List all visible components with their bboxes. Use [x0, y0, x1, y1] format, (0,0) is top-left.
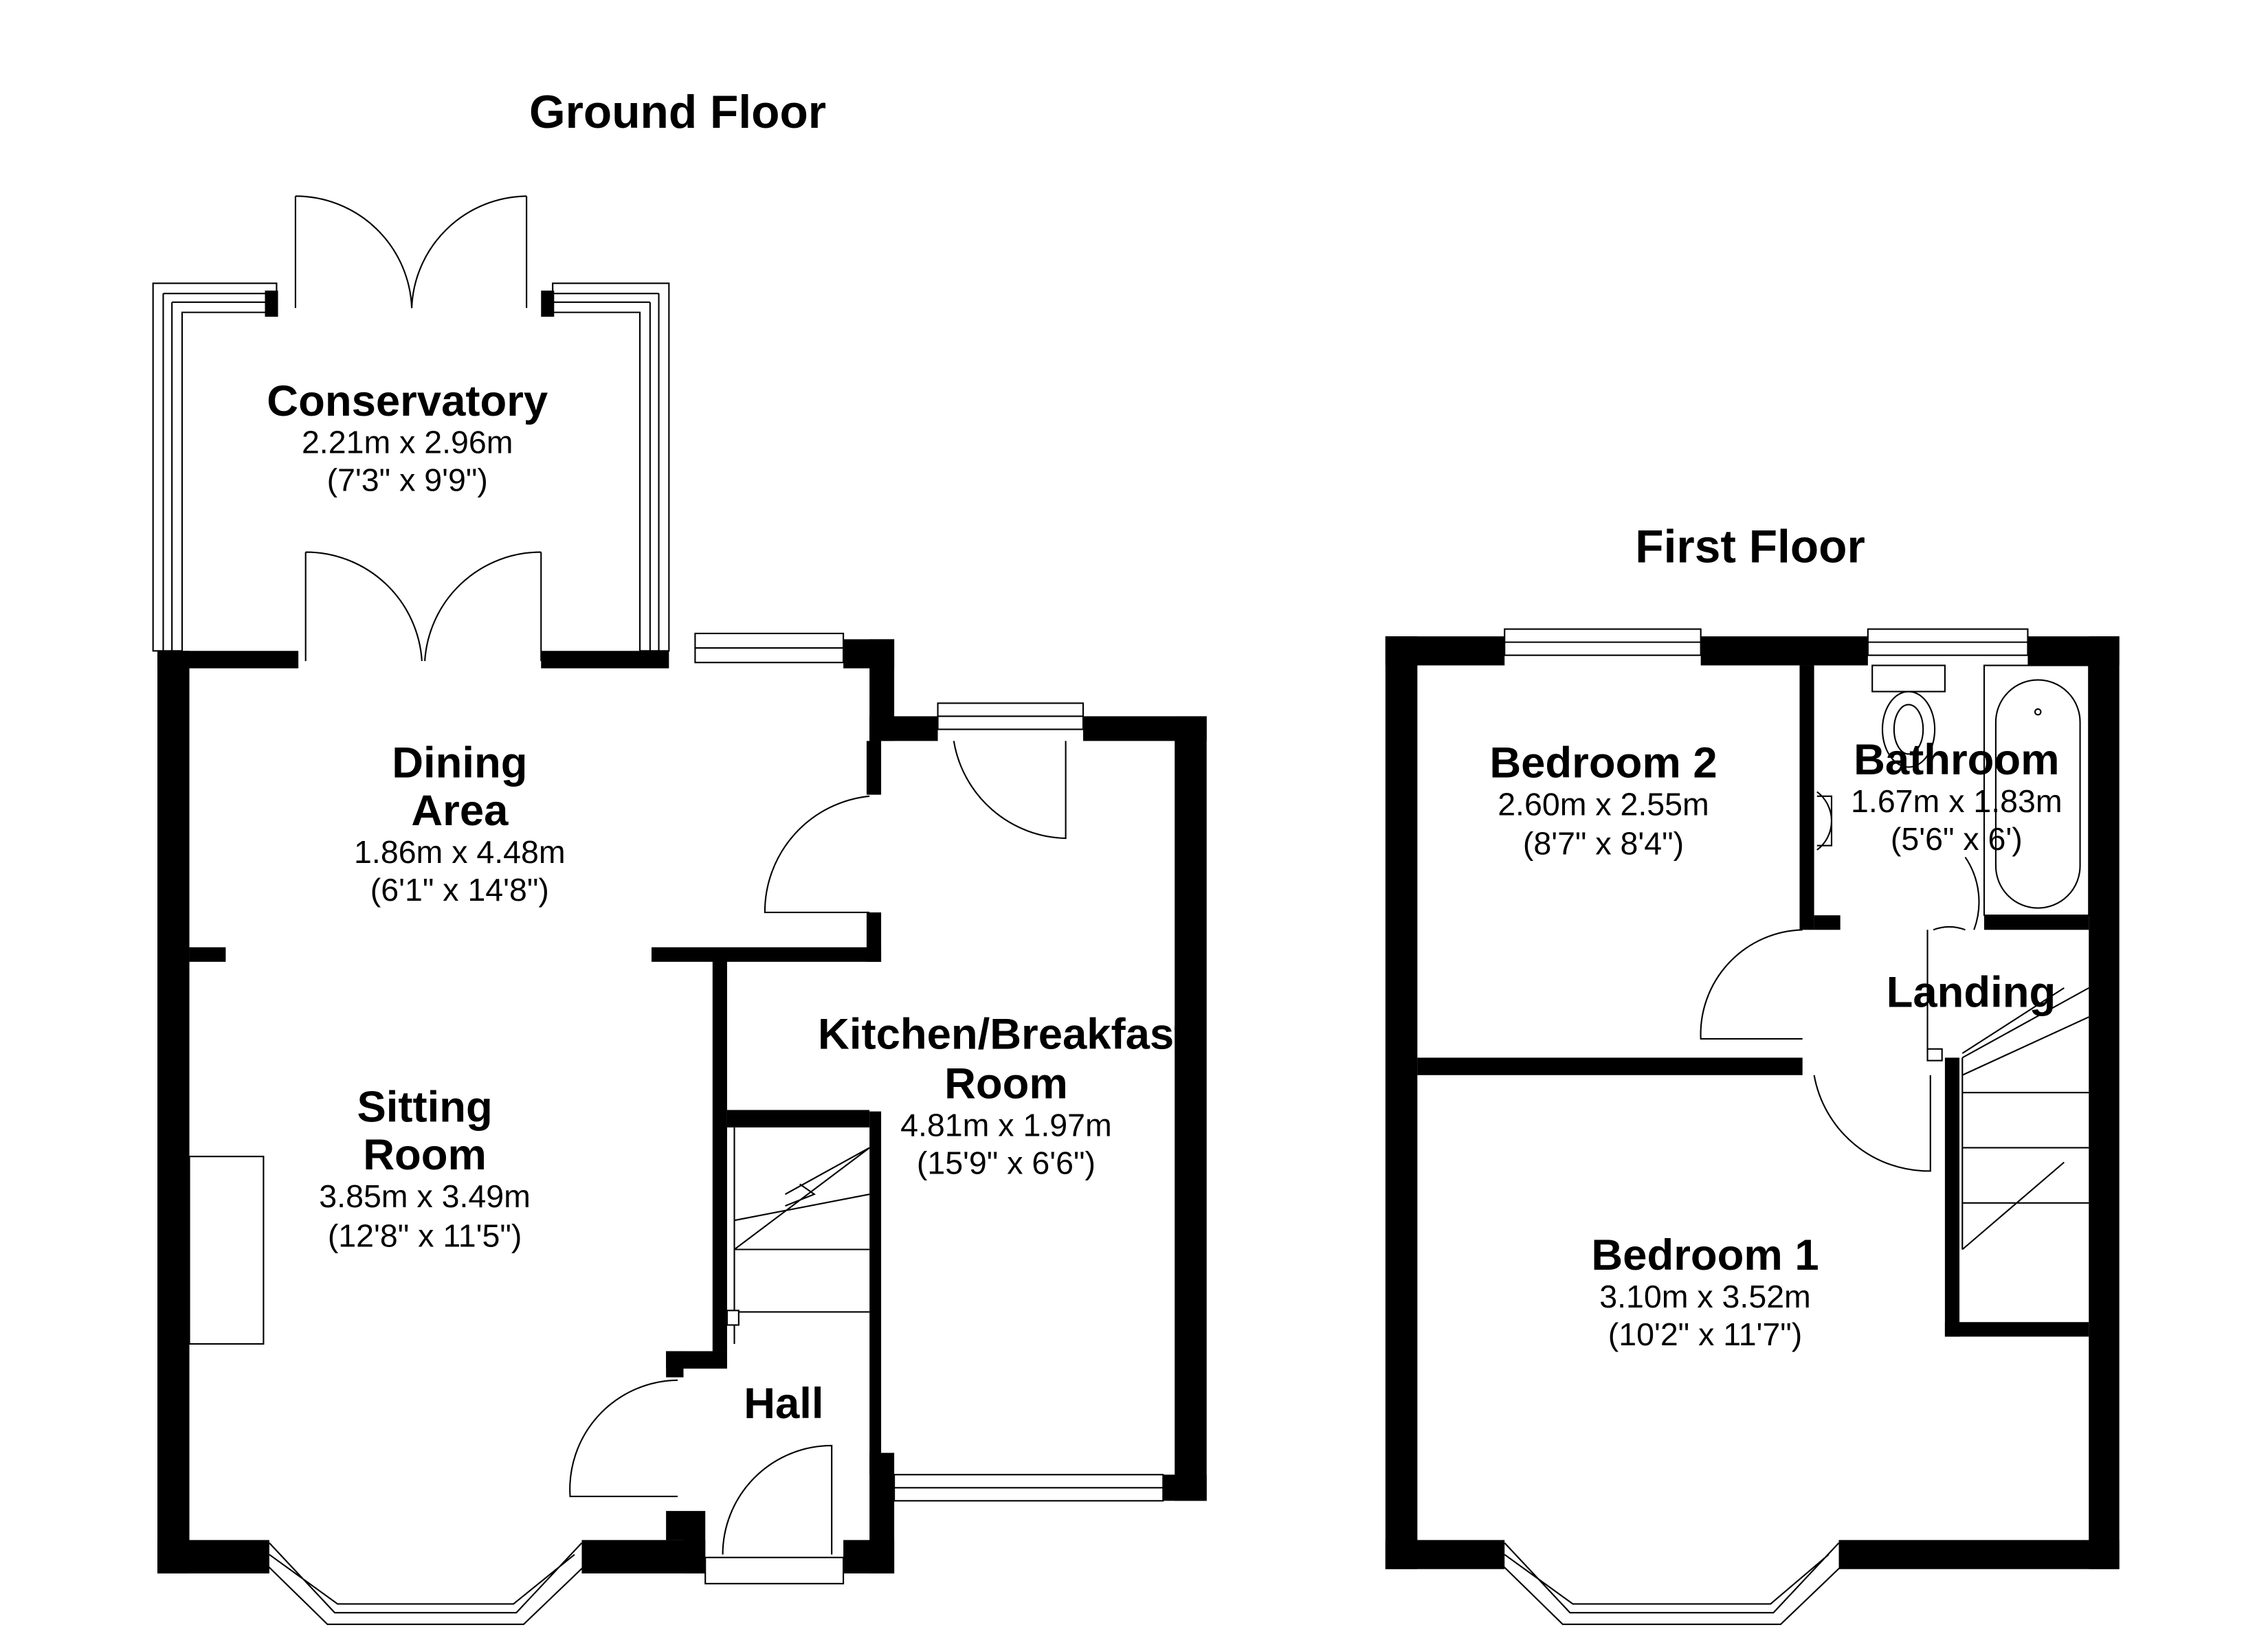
room-sitting-room: Sitting Room 3.85m x 3.49m (12'8" x 11'5…	[319, 1083, 531, 1253]
ground-floor-plan: Ground Floor	[152, 87, 1207, 1626]
room-dining-area: Dining Area 1.86m x 4.48m (6'1" x 14'8")	[354, 739, 566, 908]
first-floor-plan: First Floor	[1385, 521, 2120, 1626]
room-hall: Hall	[744, 1380, 823, 1428]
room-landing: Landing	[1887, 968, 2056, 1016]
ground-floor-walls	[157, 639, 1207, 1574]
room-imperial: (8'7" x 8'4")	[1523, 825, 1684, 861]
toilet-bowl	[1881, 691, 1936, 768]
ground-floor-stairs	[726, 1127, 870, 1344]
wash-basin	[1816, 791, 1833, 851]
room-metric: 4.81m x 1.97m	[900, 1108, 1112, 1143]
room-metric: 1.67m x 1.83m	[1851, 783, 2063, 819]
room-name: Landing	[1887, 968, 2056, 1016]
bathtub	[1983, 664, 2090, 917]
room-metric: 3.10m x 3.52m	[1599, 1279, 1811, 1314]
first-floor-stairs	[1926, 930, 2089, 1250]
room-metric: 1.86m x 4.48m	[354, 834, 566, 870]
first-floor-title: First Floor	[1635, 521, 1865, 572]
room-imperial: (15'9" x 6'6")	[917, 1145, 1096, 1181]
ground-floor-doors	[569, 741, 1067, 1555]
room-name: Bathroom	[1854, 736, 2060, 784]
room-imperial: (7'3" x 9'9")	[327, 462, 488, 498]
room-metric: 2.60m x 2.55m	[1498, 786, 1709, 822]
ground-floor-title: Ground Floor	[529, 87, 826, 138]
chimney-breast	[188, 1156, 265, 1345]
bathroom-fixtures	[1816, 664, 2090, 917]
room-conservatory: Conservatory 2.21m x 2.96m (7'3" x 9'9")	[267, 377, 548, 498]
room-metric: 3.85m x 3.49m	[319, 1178, 531, 1214]
room-name: Conservatory	[267, 377, 548, 425]
room-name: Hall	[744, 1380, 823, 1428]
room-imperial: (6'1" x 14'8")	[370, 872, 549, 908]
room-name: Area	[411, 787, 509, 835]
room-bathroom: Bathroom 1.67m x 1.83m (5'6" x 6')	[1851, 736, 2063, 857]
first-floor-doors	[1700, 856, 1980, 1172]
ground-floor-windows	[188, 632, 1164, 1626]
room-name: Sitting	[357, 1083, 492, 1131]
first-floor-walls	[1385, 636, 2120, 1569]
room-imperial: (5'6" x 6')	[1891, 821, 2023, 857]
room-name: Bedroom 2	[1489, 739, 1717, 787]
room-kitchen-breakfast: Kitchen/Breakfast Room 4.81m x 1.97m (15…	[818, 1011, 1188, 1181]
conservatory-french-doors	[294, 195, 542, 662]
room-imperial: (10'2" x 11'7")	[1608, 1316, 1803, 1352]
room-name: Kitchen/Breakfast	[818, 1011, 1188, 1059]
room-name: Room	[944, 1060, 1068, 1108]
room-metric: 2.21m x 2.96m	[302, 425, 513, 460]
room-name: Room	[363, 1131, 487, 1179]
room-bedroom-2: Bedroom 2 2.60m x 2.55m (8'7" x 8'4")	[1489, 739, 1717, 861]
room-name: Dining	[392, 739, 527, 787]
room-name: Bedroom 1	[1591, 1231, 1819, 1279]
room-bedroom-1: Bedroom 1 3.10m x 3.52m (10'2" x 11'7")	[1591, 1231, 1819, 1352]
first-floor-windows	[1493, 628, 2029, 1626]
toilet-cistern	[1871, 664, 1946, 693]
room-imperial: (12'8" x 11'5")	[328, 1218, 522, 1253]
